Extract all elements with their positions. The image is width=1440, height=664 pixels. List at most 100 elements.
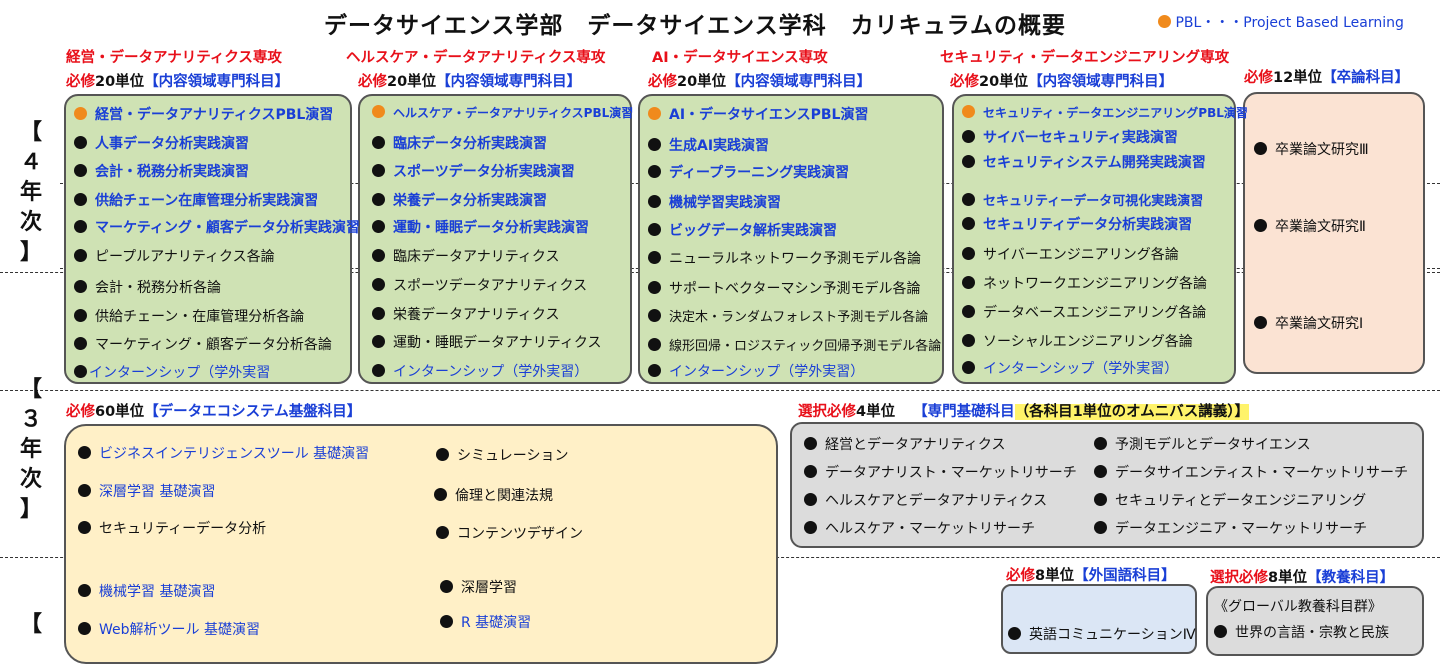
page-title: データサイエンス学部 データサイエンス学科 カリキュラムの概要	[324, 13, 1066, 39]
list-item: AI・データサイエンスPBL演習	[648, 104, 868, 124]
list-item: マーケティング・顧客データ分析各論	[74, 334, 332, 354]
orange-dot-icon	[648, 107, 661, 120]
list-item: 機械学習実践演習	[648, 192, 781, 212]
list-item: セキュリティシステム開発実践演習	[962, 152, 1206, 172]
list-item: データベースエンジニアリング各論	[962, 302, 1206, 322]
orange-dot-icon	[962, 105, 975, 118]
bullet-icon	[648, 251, 661, 264]
bullet-icon	[74, 280, 87, 293]
list-item: 栄養データ分析実践演習	[372, 190, 547, 210]
track1-name: 経営・データアナリティクス専攻	[66, 50, 282, 66]
bullet-icon	[962, 217, 975, 230]
list-item: インターンシップ（学外実習）	[648, 361, 864, 381]
bullet-icon	[648, 223, 661, 236]
list-item: 運動・睡眠データアナリティクス	[372, 332, 601, 352]
list-item: 生成AI実践演習	[648, 135, 769, 155]
bullet-icon	[648, 138, 661, 151]
bullet-icon	[648, 195, 661, 208]
list-item: 倫理と関連法規	[434, 485, 553, 505]
list-item: ヘルスケアとデータアナリティクス	[804, 490, 1047, 510]
bullet-icon	[648, 338, 661, 351]
bullet-icon	[372, 164, 385, 177]
track2-name: ヘルスケア・データアナリティクス専攻	[346, 50, 606, 66]
list-item: サイバーエンジニアリング各論	[962, 244, 1179, 264]
track1-units: 必修20単位【内容領域専門科目】	[66, 74, 290, 90]
foundation-units: 必修60単位【データエコシステム基盤科目】	[66, 404, 362, 420]
bullet-icon	[962, 155, 975, 168]
bullet-icon	[372, 249, 385, 262]
list-item: ヘルスケア・データアナリティクスPBL演習	[372, 104, 633, 121]
list-item: インターンシップ（学外実習）	[372, 361, 588, 381]
list-item: ピープルアナリティクス各論	[74, 246, 275, 266]
list-item: サポートベクターマシン予測モデル各論	[648, 278, 920, 298]
list-item: データアナリスト・マーケットリサーチ	[804, 462, 1077, 482]
year-2-label: 【	[19, 612, 42, 637]
list-item: 卒業論文研究Ⅱ	[1254, 216, 1366, 236]
list-item: ソーシャルエンジニアリング各論	[962, 331, 1193, 351]
list-item: 卒業論文研究Ⅰ	[1254, 313, 1363, 333]
liberal-group: 《グローバル教養科目群》	[1214, 599, 1382, 615]
bullet-icon	[648, 309, 661, 322]
bullet-icon	[74, 164, 87, 177]
list-item: ビジネスインテリジェンスツール 基礎演習	[78, 443, 369, 463]
bullet-icon	[372, 364, 385, 377]
bullet-icon	[440, 580, 453, 593]
list-item: インターンシップ（学外実習	[74, 362, 270, 382]
list-item: 深層学習	[440, 577, 517, 597]
special-basic-box	[790, 422, 1424, 548]
list-item: セキュリティとデータエンジニアリング	[1094, 490, 1366, 510]
bullet-icon	[1094, 493, 1107, 506]
track2-units: 必修20単位【内容領域専門科目】	[358, 74, 582, 90]
bullet-icon	[804, 465, 817, 478]
bullet-icon	[78, 484, 91, 497]
list-item: 決定木・ランダムフォレスト予測モデル各論	[648, 306, 928, 325]
list-item: 人事データ分析実践演習	[74, 133, 249, 153]
bullet-icon	[372, 193, 385, 206]
list-item: データエンジニア・マーケットリサーチ	[1094, 518, 1367, 538]
list-item: ニューラルネットワーク予測モデル各論	[648, 248, 921, 268]
list-item: 運動・睡眠データ分析実践演習	[372, 217, 589, 237]
pbl-dot-icon	[1158, 15, 1171, 28]
bullet-icon	[1214, 625, 1227, 638]
track1-box	[64, 94, 352, 384]
orange-dot-icon	[372, 105, 385, 118]
list-item: 経営とデータアナリティクス	[804, 434, 1005, 454]
track4-units: 必修20単位【内容領域専門科目】	[950, 74, 1174, 90]
foundation-box	[64, 424, 778, 664]
track4-box	[952, 94, 1236, 384]
bullet-icon	[962, 130, 975, 143]
bullet-icon	[436, 448, 449, 461]
bullet-icon	[1094, 465, 1107, 478]
bullet-icon	[372, 220, 385, 233]
bullet-icon	[1254, 142, 1267, 155]
legend: PBL・・・Project Based Learning	[1158, 12, 1404, 32]
list-item: 栄養データアナリティクス	[372, 304, 559, 324]
bullet-icon	[962, 276, 975, 289]
bullet-icon	[74, 309, 87, 322]
orange-dot-icon	[74, 107, 87, 120]
list-item: R 基礎演習	[440, 612, 531, 632]
list-item: Web解析ツール 基礎演習	[78, 619, 260, 639]
list-item: サイバーセキュリティ実践演習	[962, 127, 1178, 147]
foreign-units: 必修8単位【外国語科目】	[1006, 568, 1176, 584]
list-item: スポーツデータアナリティクス	[372, 275, 587, 295]
list-item: 機械学習 基礎演習	[78, 581, 215, 601]
list-item: 臨床データ分析実践演習	[372, 133, 547, 153]
track3-name: AI・データサイエンス専攻	[652, 50, 828, 66]
bullet-icon	[74, 136, 87, 149]
special-basic-units: 選択必修4単位【専門基礎科目（各科目1単位のオムニバス講義）】	[798, 404, 1249, 420]
bullet-icon	[648, 281, 661, 294]
legend-text: PBL・・・Project Based Learning	[1175, 15, 1404, 31]
list-item: 世界の言語・宗教と民族	[1214, 622, 1389, 642]
bullet-icon	[74, 249, 87, 262]
bullet-icon	[1254, 219, 1267, 232]
divider-3-mid	[0, 390, 1440, 391]
list-item: 臨床データアナリティクス	[372, 246, 559, 266]
bullet-icon	[804, 437, 817, 450]
list-item: 供給チェーン在庫管理分析実践演習	[74, 190, 318, 210]
track4-name: セキュリティ・データエンジニアリング専攻	[940, 50, 1230, 66]
bullet-icon	[804, 493, 817, 506]
list-item: セキュリティーデータ分析	[78, 518, 266, 538]
bullet-icon	[74, 220, 87, 233]
